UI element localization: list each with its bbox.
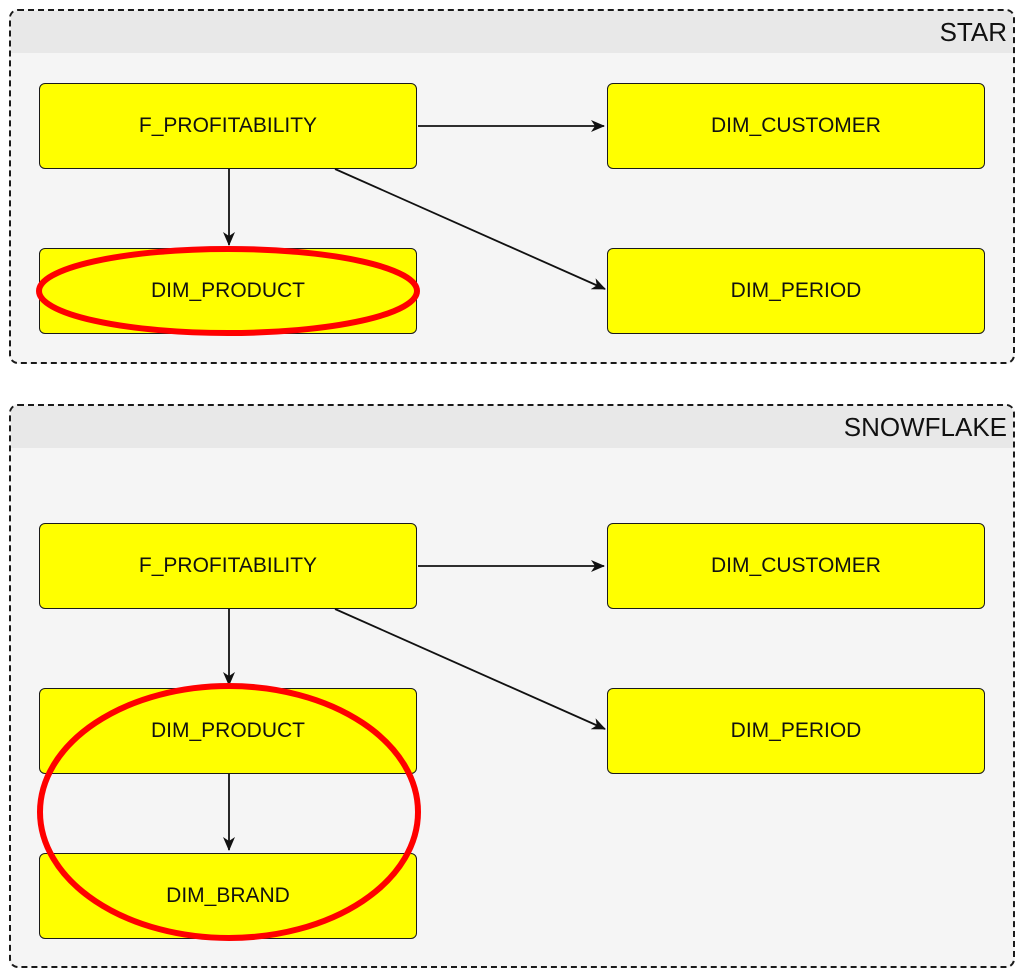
- snowflake-period-node[interactable]: DIM_PERIOD: [607, 688, 985, 774]
- star-period-node[interactable]: DIM_PERIOD: [607, 248, 985, 334]
- snowflake-customer-node[interactable]: DIM_CUSTOMER: [607, 523, 985, 609]
- star-group-title: STAR: [939, 17, 1007, 47]
- star-group-header: [11, 11, 1013, 53]
- snowflake-product-node[interactable]: DIM_PRODUCT: [39, 688, 417, 774]
- snowflake-group-title: SNOWFLAKE: [843, 412, 1007, 442]
- star-fact-node[interactable]: F_PROFITABILITY: [39, 83, 417, 169]
- star-customer-node[interactable]: DIM_CUSTOMER: [607, 83, 985, 169]
- snowflake-fact-node[interactable]: F_PROFITABILITY: [39, 523, 417, 609]
- snowflake-brand-node[interactable]: DIM_BRAND: [39, 853, 417, 939]
- snowflake-group-header: [11, 406, 1013, 448]
- star-product-node[interactable]: DIM_PRODUCT: [39, 248, 417, 334]
